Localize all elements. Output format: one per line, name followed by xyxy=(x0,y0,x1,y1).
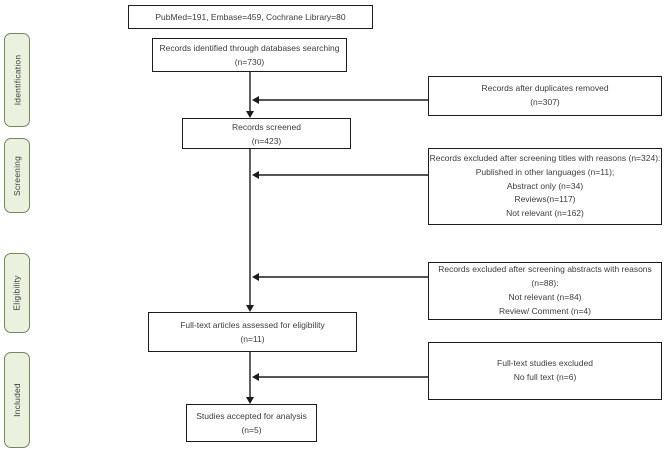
box-duplicates-removed: Records after duplicates removed (n=307) xyxy=(428,76,662,116)
arrowhead-left-icon xyxy=(252,96,259,104)
arrowhead-down-icon xyxy=(246,111,254,118)
box-text-line: Records identified through databases sea… xyxy=(159,43,340,53)
box-text-line: Not relevant (n=162) xyxy=(506,208,584,219)
box-text-line: PubMed=191, Embase=459, Cochrane Library… xyxy=(155,12,346,22)
box-excluded-titles: Records excluded after screening titles … xyxy=(428,148,662,225)
arrowhead-left-icon xyxy=(252,373,259,381)
box-text-line: Not relevant (n=84) xyxy=(508,292,582,302)
box-count: (n=307) xyxy=(530,97,560,107)
arrowhead-down-icon xyxy=(246,305,254,312)
box-text-line: Studies accepted for analysis xyxy=(196,411,307,421)
box-text-line: Records screened xyxy=(232,121,301,132)
box-count: (n=423) xyxy=(251,135,282,146)
box-database-sources: PubMed=191, Embase=459, Cochrane Library… xyxy=(128,5,373,29)
box-text-line: Reviews(n=117) xyxy=(514,194,576,205)
stage-tab-label: Eligibility xyxy=(12,275,22,311)
box-excluded-abstracts: Records excluded after screening abstrac… xyxy=(428,262,662,320)
stage-tab-label: Included xyxy=(12,383,22,417)
box-text-line: Records excluded after screening abstrac… xyxy=(438,264,652,289)
stage-tab-label: Identification xyxy=(12,54,22,106)
box-studies-accepted: Studies accepted for analysis (n=5) xyxy=(186,404,317,442)
arrowhead-left-icon xyxy=(252,171,259,179)
box-count: (n=11) xyxy=(240,334,265,344)
box-text-line: Full-text studies excluded xyxy=(497,358,593,369)
box-fulltext-excluded: Full-text studies excluded No full text … xyxy=(428,342,662,400)
box-text-line: No full text (n=6) xyxy=(513,372,577,382)
box-fulltext-assessed: Full-text articles assessed for eligibil… xyxy=(148,312,357,352)
stage-tab-included: Included xyxy=(4,352,30,448)
box-text-line: Records excluded after screening titles … xyxy=(429,153,661,163)
box-records-identified: Records identified through databases sea… xyxy=(152,38,347,72)
stage-tab-identification: Identification xyxy=(4,33,30,127)
stage-tab-label: Screening xyxy=(12,155,23,196)
box-count: (n=5) xyxy=(241,425,262,435)
box-text-line: Published in other languages (n=11); xyxy=(475,166,615,177)
box-text-line: Abstract only (n=34) xyxy=(506,180,584,191)
stage-tab-eligibility: Eligibility xyxy=(4,253,30,333)
box-count: (n=730) xyxy=(234,57,265,67)
stage-tab-screening: Screening xyxy=(4,138,30,213)
box-text-line: Full-text articles assessed for eligibil… xyxy=(180,320,325,330)
box-text-line: Review/ Comment (n=4) xyxy=(499,305,591,316)
arrowhead-down-icon xyxy=(246,397,254,404)
box-records-screened: Records screened (n=423) xyxy=(182,118,351,149)
box-text-line: Records after duplicates removed xyxy=(481,83,609,94)
arrowhead-left-icon xyxy=(252,273,259,281)
